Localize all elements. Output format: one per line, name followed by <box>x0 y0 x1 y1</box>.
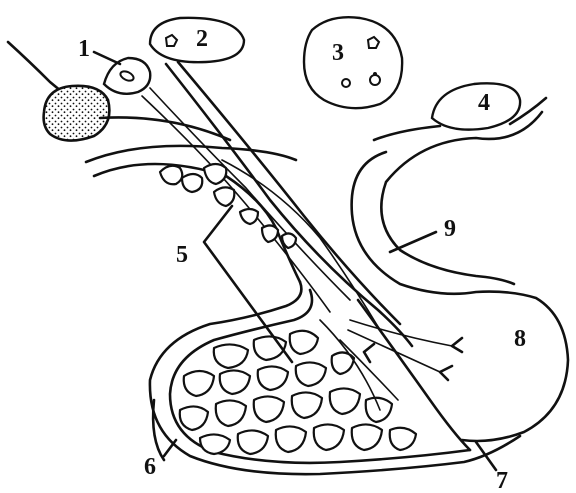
sac-inner-wall <box>381 112 542 284</box>
label-1: 1 <box>78 36 90 62</box>
tract-outer-left <box>86 146 296 162</box>
terminal-fork-a <box>452 338 462 352</box>
label-9: 9 <box>444 216 456 242</box>
terminal-fork-c <box>364 344 374 362</box>
label-5: 5 <box>176 242 188 268</box>
capillary-network <box>180 331 416 454</box>
cell-3-granule-b <box>342 79 350 87</box>
leader-line-6 <box>164 440 176 456</box>
leader-line-7 <box>476 442 496 470</box>
tract-fiber-d <box>142 96 330 312</box>
stippled-body <box>44 86 110 141</box>
sac-outer-wall <box>352 152 568 441</box>
cell-3-granule-c <box>370 75 380 85</box>
cell-4-process-left <box>374 126 440 140</box>
label-2: 2 <box>196 26 208 52</box>
cell-4-body <box>432 83 520 129</box>
cell-3-body <box>304 17 402 108</box>
label-8: 8 <box>514 326 526 352</box>
leader-line-9 <box>390 232 436 252</box>
tract-fiber-e <box>222 160 380 330</box>
label-6: 6 <box>144 454 156 480</box>
label-3: 3 <box>332 40 344 66</box>
terminal-fork-b <box>440 366 452 380</box>
cell-3-granule-d <box>373 72 377 76</box>
label-4: 4 <box>478 90 490 116</box>
leader-line-1 <box>94 52 120 64</box>
label-7: 7 <box>496 468 508 493</box>
